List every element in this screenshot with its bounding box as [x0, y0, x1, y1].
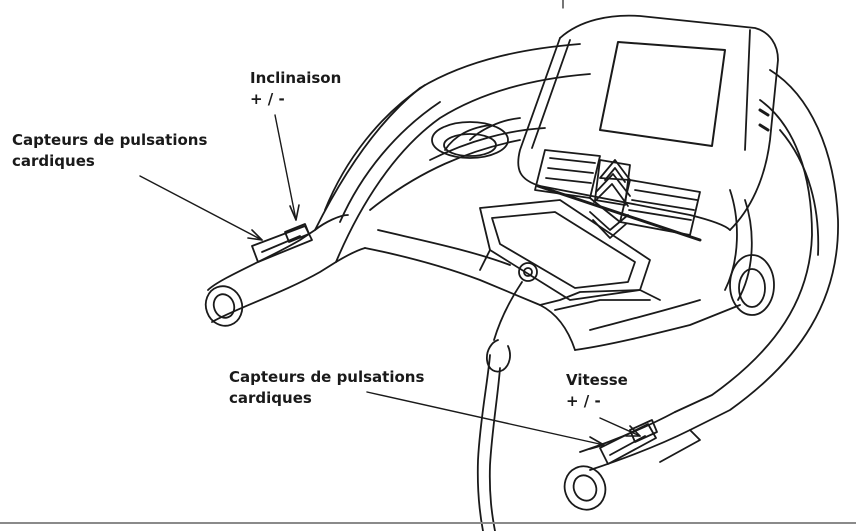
incline-label-line2: + / -: [250, 90, 285, 108]
heart-rate-left-line1: Capteurs de pulsations: [12, 131, 208, 149]
heart-rate-sensors-left-label: Capteurs de pulsations cardiques: [12, 130, 207, 172]
callout-leaders: [139, 114, 641, 450]
console-screen: [599, 41, 726, 147]
heart-rate-left-line2: cardiques: [12, 152, 95, 170]
bottom-divider: [0, 522, 856, 524]
heart-rate-right-line2: cardiques: [229, 389, 312, 407]
center-arrow-buttons: [589, 159, 631, 239]
left-handlebar: [204, 43, 591, 327]
incline-label: Inclinaison + / -: [250, 68, 341, 110]
right-handlebar: [563, 69, 839, 511]
lower-tray: [479, 199, 651, 301]
console-body: [364, 117, 753, 351]
keypad-area: [534, 149, 702, 242]
display-housing: [517, 14, 779, 231]
safety-key-and-cord: [476, 262, 538, 531]
incline-label-line1: Inclinaison: [250, 69, 342, 87]
cup-holders: [431, 121, 775, 316]
heart-rate-right-line1: Capteurs de pulsations: [229, 368, 425, 386]
speed-label: Vitesse + / -: [566, 370, 628, 412]
heart-rate-sensors-right-label: Capteurs de pulsations cardiques: [229, 367, 424, 409]
speed-label-line2: + / -: [566, 392, 601, 410]
speed-label-line1: Vitesse: [566, 371, 628, 389]
